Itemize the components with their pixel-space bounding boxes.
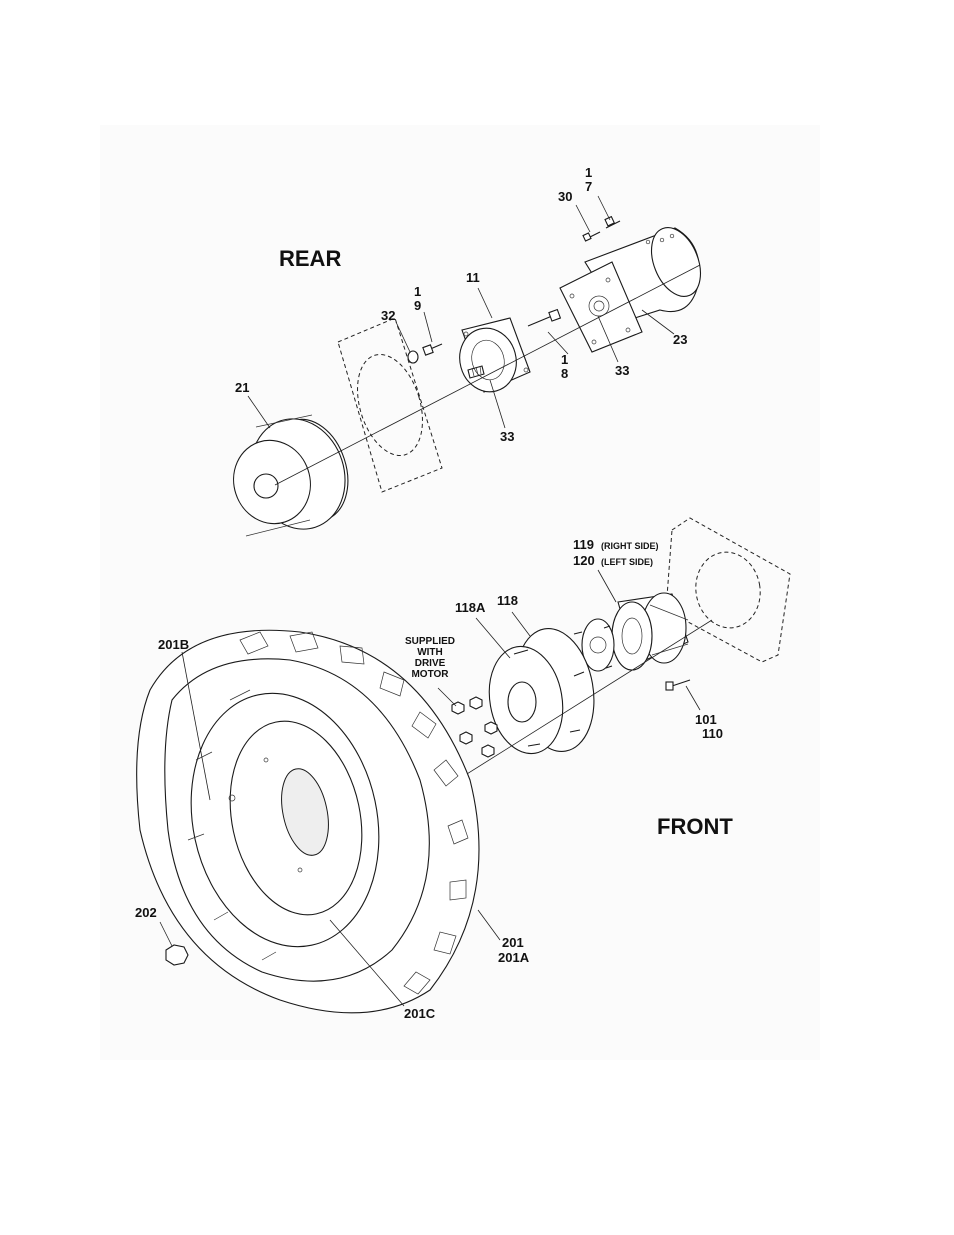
callout-118A: 118A [455,600,486,615]
callout-202: 202 [135,905,157,920]
callout-201C: 201C [404,1006,436,1021]
callout-33a: 33 [615,363,629,378]
callout-1c: 1 [561,352,568,367]
callout-118: 118 [497,593,518,608]
note-line-4: MOTOR [411,669,449,680]
callout-11: 11 [466,270,480,285]
bolt-8 [527,308,562,327]
callout-201: 201 [502,935,524,950]
part-118-adapter [573,618,615,672]
rear-heading: REAR [279,246,341,271]
callout-201A: 201A [498,950,530,965]
lug-nuts [451,696,498,758]
callout-201B: 201B [158,637,189,652]
callout-110: 110 [702,726,723,741]
part-23-housing [559,227,702,353]
note-line-1: SUPPLIED [405,636,455,647]
note-line-2: WITH [417,647,443,658]
rear-mount-plate [337,317,443,493]
part-11-motor [459,317,531,393]
leader-lines [159,195,701,1007]
callout-101: 101 [695,712,717,727]
callout-7: 7 [585,179,592,194]
callout-21: 21 [235,380,249,395]
callout-1b: 1 [414,284,421,299]
part-202-nut [165,944,189,966]
bolts-101-110 [665,679,691,691]
front-heading: FRONT [657,814,733,839]
callout-8: 8 [561,366,568,381]
part-21-hub [233,414,349,537]
callout-32: 32 [381,308,395,323]
callout-30: 30 [558,189,572,204]
part-118A-hub-disc [488,628,595,755]
callout-23: 23 [673,332,687,347]
bolt-9-washer-32 [407,343,443,364]
part-201-tire [136,629,480,1014]
callout-119: 119 [573,537,594,552]
callout-33b: 33 [500,429,514,444]
note-line-3: DRIVE [415,658,446,669]
callout-119-note: (RIGHT SIDE) [601,541,659,551]
callout-9: 9 [414,298,421,313]
callout-120-note: (LEFT SIDE) [601,557,653,567]
callout-120: 120 [573,553,595,568]
callout-labels: 1 7 30 11 1 9 32 23 1 8 33 21 33 119 (RI… [135,165,723,1021]
supplied-note: SUPPLIED WITH DRIVE MOTOR [405,636,455,680]
front-assembly [136,517,791,1014]
callout-1a: 1 [585,165,592,180]
rear-assembly [233,215,702,537]
screws-30-7 [582,215,621,242]
